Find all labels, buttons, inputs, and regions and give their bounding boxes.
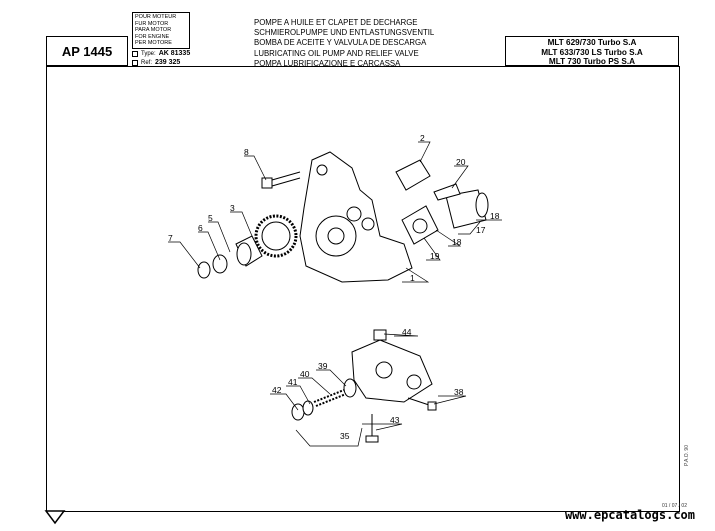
footer-date: 01 / 07 / 02 [661,503,687,509]
down-arrow-icon[interactable] [44,508,66,526]
engine-label-box: POUR MOTEUR FUR MOTOR PARA MOTOR FOR ENG… [132,12,190,49]
callout-17: 17 [476,225,486,235]
callout-18-right: 18 [490,211,500,221]
callout-8: 8 [244,147,249,157]
callout-19: 19 [430,251,440,261]
pin [395,159,431,191]
engine-line: PARA MOTOR [135,27,172,34]
circlip-small [291,403,305,421]
bolt-hole [361,217,375,231]
type-value: AK 81335 [158,50,191,57]
callout-2: 2 [420,133,425,143]
callout-44: 44 [402,327,412,337]
callout-7: 7 [168,233,173,243]
callout-20: 20 [456,157,466,167]
model-line: MLT 730 Turbo PS S.A [548,57,636,67]
bushing-end [236,242,252,266]
callout-39: 39 [318,361,328,371]
title-block: POMPE A HUILE ET CLAPET DE DECHARGE SCHM… [254,18,434,69]
callout-1: 1 [410,273,415,283]
title-de: SCHMIEROLPUMPE UND ENTLASTUNGSVENTIL [254,28,435,38]
piston [343,378,357,398]
mount-hole [316,164,328,176]
engine-line: POUR MOTEUR [135,14,177,20]
bolt-38-head [427,401,437,411]
page-code-text: AP 1445 [61,43,113,59]
callout-41: 41 [288,377,298,387]
engine-line: PER MOTORE [135,40,172,47]
flange-hole [412,218,428,234]
type-checkbox [132,50,138,57]
ref-value: 239 325 [155,59,181,66]
circlip [197,261,211,279]
ref-checkbox [132,59,138,66]
title-fr: POMPE A HUILE ET CLAPET DE DECHARGE [254,18,418,27]
type-label: Type: [141,50,156,57]
callout-40: 40 [300,369,310,379]
callout-38: 38 [454,387,464,397]
callout-6: 6 [198,223,203,233]
pump-shaft-hole [327,227,345,245]
bolt-43-head [365,435,379,443]
plug [373,329,387,341]
engine-type-row: Type: AK 81335 [132,50,190,57]
ref-label: Ref: [141,59,153,66]
bolt-head [261,177,273,189]
title-es: BOMBA DE ACEITE Y VALVULA DE DESCARGA [254,38,427,48]
washer [212,254,228,274]
callout-5: 5 [208,213,213,223]
model-line: MLT 633/730 LS Turbo S.A [541,47,643,57]
bolt-hole [346,206,362,222]
drawing-frame [46,66,680,512]
retainer [302,400,314,416]
callout-43: 43 [390,415,400,425]
title-en: LUBRICATING OIL PUMP AND RELIEF VALVE [254,48,419,58]
page-code: AP 1445 [46,36,128,66]
engine-line: FOR ENGINE [135,33,170,40]
oring [475,192,489,218]
model-box: MLT 629/730 Turbo S.A MLT 633/730 LS Tur… [505,36,679,66]
engine-line: FUR MOTOR [135,20,169,27]
callout-18-left: 18 [452,237,462,247]
title-it: POMPA LUBRIFICAZIONE E CARCASSA [254,58,401,68]
bolt-shank [271,171,301,187]
side-note: P.A.O. 90 [684,445,690,467]
model-line: MLT 629/730 Turbo S.A [547,38,637,47]
watermark: www.epcatalogs.com [564,508,695,522]
engine-ref-row: Ref: 239 325 [132,59,180,66]
valve-bore [406,374,422,390]
callout-3: 3 [230,203,235,213]
callout-42: 42 [272,385,282,395]
screw [433,183,461,201]
drive-gear-hub [261,221,291,251]
spring [313,389,347,407]
valve-bore [375,361,393,379]
callout-35: 35 [340,431,350,441]
